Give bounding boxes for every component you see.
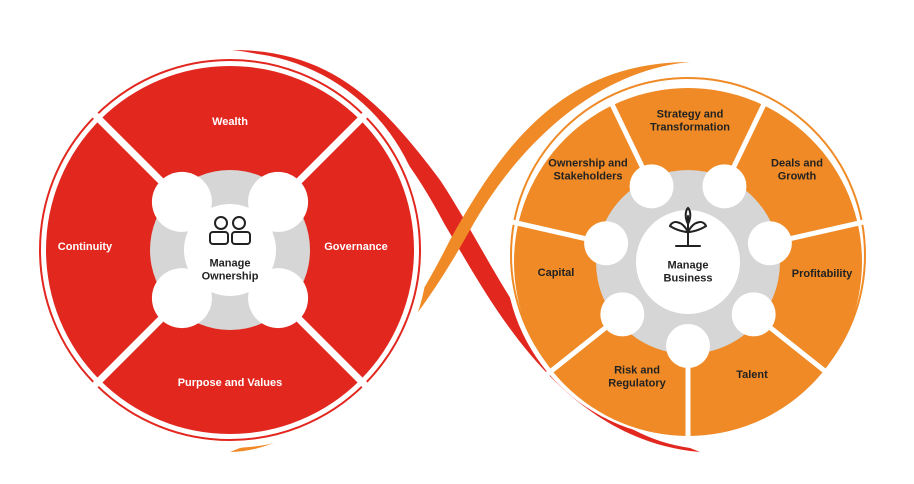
left-hub-notch [248,171,309,232]
right-hub-notch [584,221,629,266]
left-hub-notch [151,268,212,329]
right-hub-notch [702,164,747,209]
left-ring-outline [39,59,421,441]
plant-icon [668,206,708,247]
people-icon [209,216,251,245]
left-hub-center [184,204,276,296]
left-segment-governance: Governance [324,241,388,253]
left-segment-wealth: Wealth [212,116,248,128]
right-hub-notch [731,292,776,337]
left-hub-notch [151,171,212,232]
left-segment-purpose-and-values: Purpose and Values [178,377,283,389]
right-segment-talent: Talent [736,369,768,381]
left-hub-notch [248,268,309,329]
left-segment-continuity: Continuity [58,241,113,253]
right-hub-center [636,210,740,314]
right-segment-capital: Capital [538,267,575,279]
right-hub-notch [666,324,710,368]
right-segment-profitability: Profitability [792,268,853,280]
right-hub-notch [747,221,792,266]
infinity-ribbon [230,50,700,452]
right-hub-notch [600,292,645,337]
red-ribbon [232,50,700,452]
right-hub-notch [629,164,674,209]
